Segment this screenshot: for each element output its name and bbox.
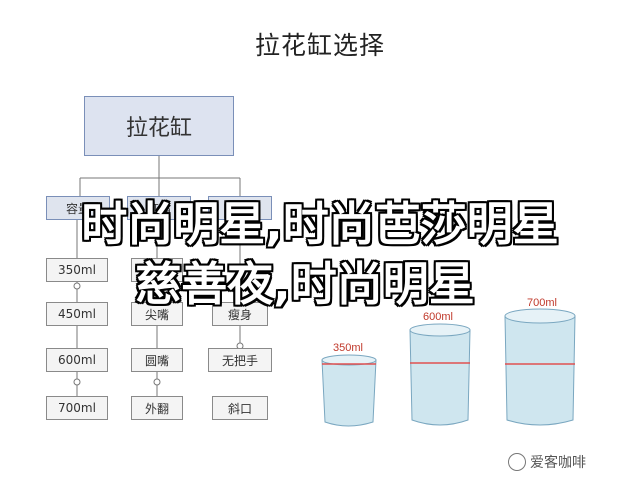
cup-350 [321, 354, 377, 427]
leaf-shape-2: 无把手 [208, 348, 272, 372]
root-node: 拉花缸 [84, 96, 234, 156]
watermark: 爱客咖啡 [508, 452, 586, 472]
overlay-caption-line2: 慈善夜,时尚明星 [135, 257, 475, 311]
overlay-caption-line1: 时尚明星,时尚芭莎明星 [81, 197, 559, 251]
leaf-spout-3: 圆嘴 [131, 348, 183, 372]
category-shape: 形状 [208, 196, 272, 220]
wechat-icon [508, 453, 526, 471]
leaf-spout-1: 长嘴 [131, 258, 183, 282]
cup-600 [409, 323, 471, 426]
diagram-title: 拉花缸选择 [254, 31, 385, 60]
leaf-shape-3: 斜口 [212, 396, 268, 420]
cup-label-350: 350ml [333, 342, 363, 354]
leaf-capacity-2: 450ml [46, 302, 108, 326]
leaf-spout-2: 尖嘴 [131, 302, 183, 326]
category-spout: 缸嘴 [127, 196, 191, 220]
watermark-text: 爱客咖啡 [530, 455, 586, 471]
cup-label-600: 600ml [423, 311, 453, 323]
leaf-spout-4: 外翻 [131, 396, 183, 420]
cup-label-700: 700ml [527, 297, 557, 309]
category-capacity: 容量 [46, 196, 110, 220]
leaf-shape-1: 瘦身 [212, 302, 268, 326]
leaf-capacity-4: 700ml [46, 396, 108, 420]
cup-700 [504, 308, 576, 426]
leaf-capacity-1: 350ml [46, 258, 108, 282]
leaf-capacity-3: 600ml [46, 348, 108, 372]
